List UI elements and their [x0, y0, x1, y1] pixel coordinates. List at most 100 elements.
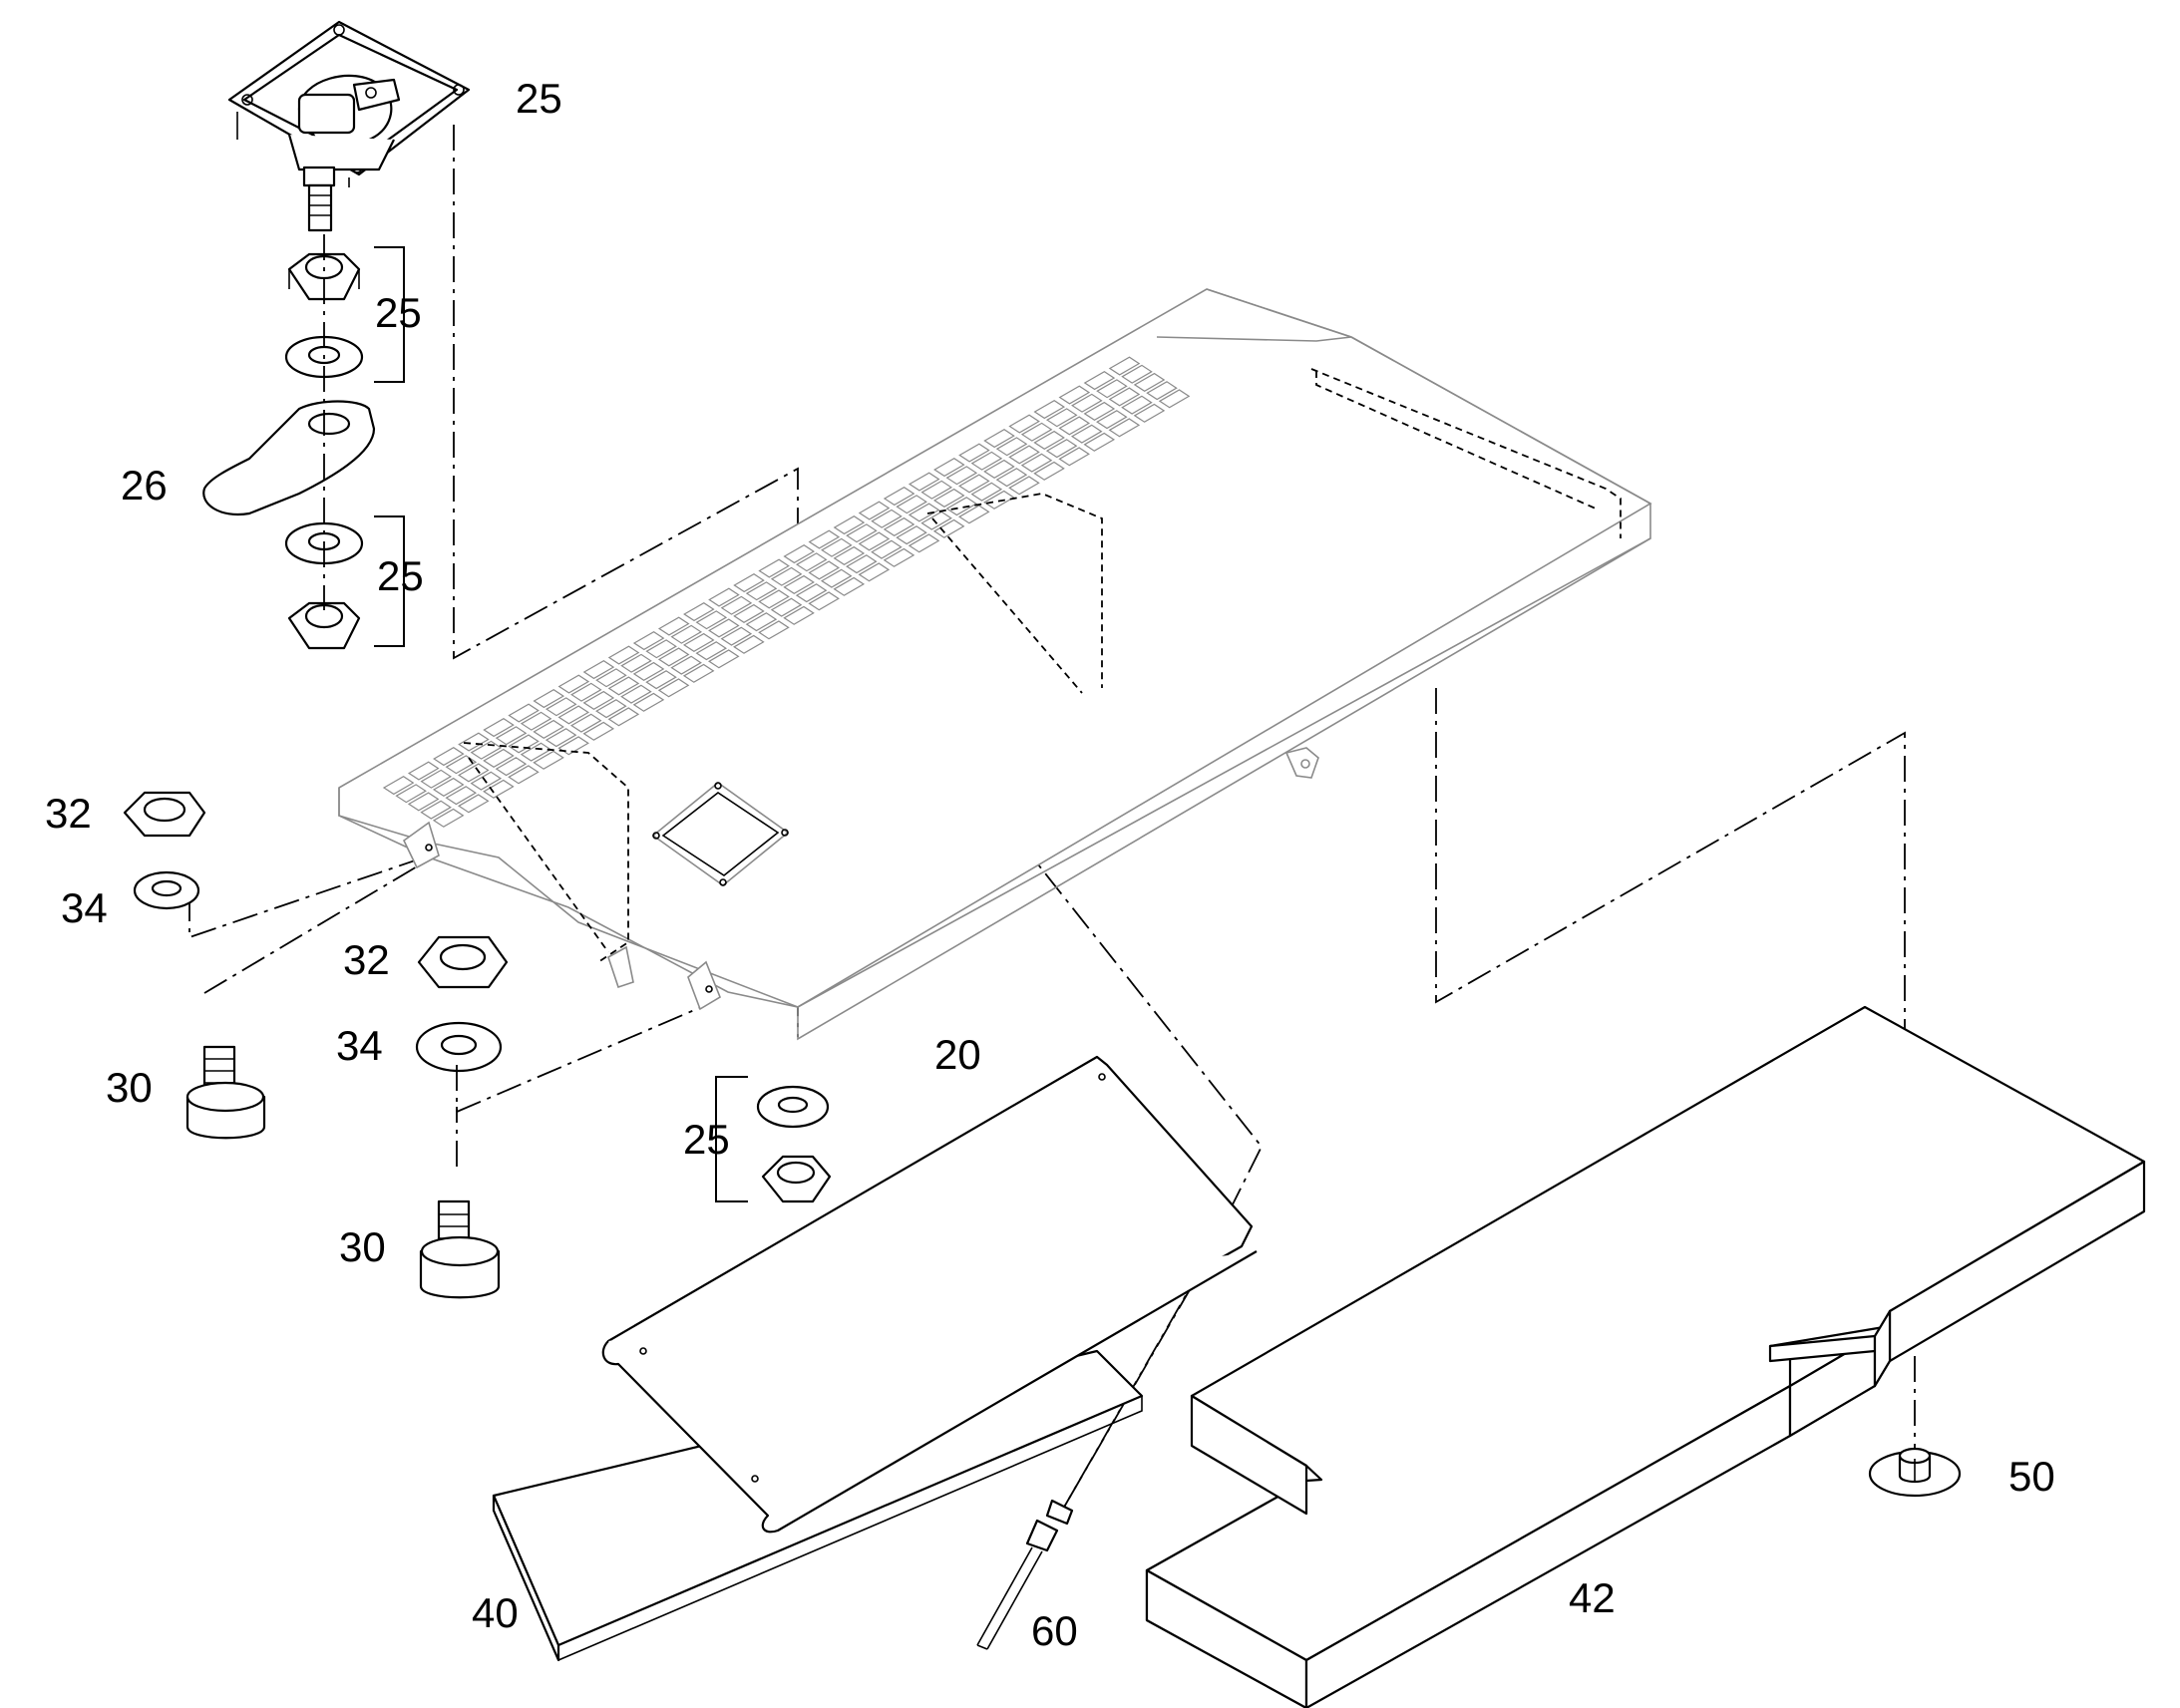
grid-cell: [557, 705, 590, 725]
grid-cell: [582, 659, 615, 680]
grid-cell: [1033, 430, 1065, 451]
grid-cell: [1058, 447, 1090, 467]
grid-cell: [846, 523, 878, 543]
mid-nut: [287, 601, 361, 650]
grid-cell: [657, 647, 690, 667]
grid-cell: [570, 682, 602, 702]
grid-cell: [1083, 401, 1116, 422]
grid-cell: [1108, 387, 1141, 407]
grid-cell: [720, 595, 753, 615]
callout-34-upper: 34: [61, 884, 108, 931]
rivet: [976, 1499, 1074, 1650]
grid-cell: [695, 610, 728, 630]
grid-cell: [582, 690, 615, 711]
grid-cell: [533, 688, 565, 709]
grid-cell: [695, 641, 728, 661]
callout-25-lower-set: 25: [683, 1116, 730, 1163]
grid-cell: [707, 649, 740, 669]
grid-cell: [520, 711, 552, 731]
callout-20: 20: [934, 1031, 981, 1078]
grid-cell: [720, 626, 753, 646]
grid-cell: [458, 763, 490, 783]
grid-cell: [1071, 393, 1103, 413]
grid-cell: [632, 692, 665, 712]
callout-25-upper-set: 25: [375, 289, 422, 336]
grid-cell: [433, 746, 465, 767]
grid-cell: [1146, 381, 1178, 401]
cover-hidden-lines: [463, 368, 1622, 963]
callout-40: 40: [472, 1589, 519, 1636]
grid-cell: [445, 786, 478, 806]
grid-cell: [557, 674, 590, 694]
grid-cell: [708, 587, 740, 607]
grid-cell: [933, 457, 965, 478]
callout-30-upper: 30: [106, 1064, 153, 1111]
grid-cell: [958, 474, 990, 494]
grid-cell: [896, 525, 927, 545]
callout-34-lower: 34: [336, 1022, 383, 1069]
quarter-turn-fastener: [1868, 1447, 1962, 1498]
grid-cell: [670, 655, 702, 675]
grid-cell: [407, 792, 440, 812]
grid-cell: [432, 777, 465, 798]
grid-cell: [733, 572, 765, 593]
cam-lever: [202, 400, 376, 516]
grid-cell: [1008, 445, 1040, 465]
grid-cell: [382, 775, 415, 796]
callout-32-lower: 32: [343, 936, 390, 983]
grid-cell: [908, 533, 940, 553]
grid-cell: [1008, 414, 1040, 434]
grid-cell: [1096, 379, 1128, 399]
grid-cell: [1083, 432, 1116, 452]
lower-nut: [761, 1155, 832, 1203]
grid-cell: [657, 678, 690, 698]
grid-cell: [1133, 372, 1166, 393]
grid-cell: [833, 576, 866, 596]
lower-washer: [756, 1085, 830, 1129]
cover-plate: [338, 288, 1652, 1041]
grid-cell: [833, 514, 866, 535]
washer-34-upper: [133, 870, 200, 910]
floor-panel: [1145, 1005, 2146, 1708]
callout-26: 26: [121, 462, 168, 509]
grid-cell: [970, 451, 1003, 471]
grid-cell: [582, 721, 615, 741]
upper-nut: [287, 252, 361, 301]
grid-cell: [908, 472, 940, 492]
grid-cell: [932, 488, 965, 509]
grid-cell: [1058, 385, 1091, 405]
grid-cell: [795, 583, 828, 603]
grid-cell: [607, 707, 640, 727]
grid-cell: [745, 612, 778, 632]
grid-cell: [958, 443, 990, 463]
grid-cell: [395, 784, 427, 804]
grid-cell: [682, 632, 715, 653]
grid-cell: [820, 568, 853, 588]
grid-cell: [1020, 422, 1053, 442]
grid-cell: [883, 547, 915, 567]
grid-cell: [858, 531, 891, 551]
grid-cell: [783, 574, 815, 595]
grid-cell: [632, 630, 665, 651]
callout-labels: 25 25 26 25 32 34 30 32 34 30 20 25 40 6…: [45, 75, 2055, 1654]
grid-cell: [957, 505, 990, 524]
callout-50: 50: [2008, 1453, 2055, 1500]
grid-cell: [645, 639, 677, 659]
cover-grid-pattern: [382, 356, 1191, 828]
grid-cell: [432, 808, 465, 828]
grid-cell: [495, 726, 528, 746]
grid-cell: [645, 670, 677, 690]
callout-30-lower: 30: [339, 1223, 386, 1270]
grid-cell: [758, 589, 790, 609]
grid-cell: [670, 624, 703, 644]
callout-60: 60: [1031, 1607, 1078, 1654]
grid-cell: [457, 794, 490, 814]
grid-cell: [758, 558, 790, 578]
cover-front-brackets: [402, 821, 721, 1011]
grid-cell: [945, 497, 978, 516]
grid-cell: [983, 459, 1015, 480]
grid-cell: [745, 581, 778, 601]
grid-cell: [533, 750, 564, 770]
grid-cell: [683, 601, 715, 622]
